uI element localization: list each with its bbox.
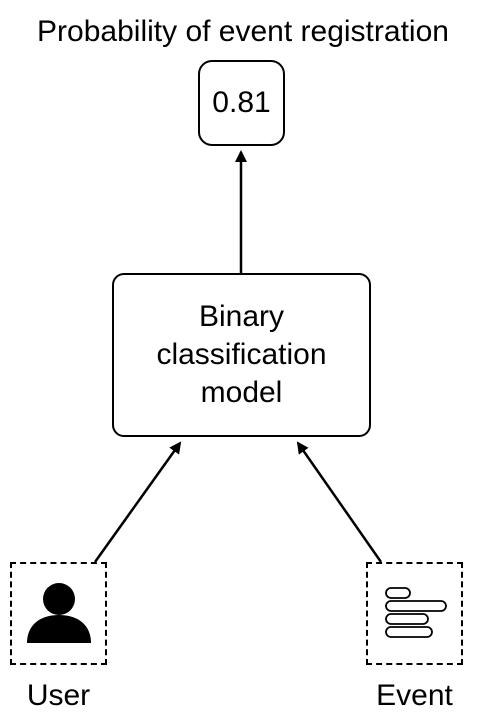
diagram-title: Probability of event registration — [37, 15, 449, 48]
output-probability-value: 0.81 — [212, 86, 271, 119]
person-icon — [26, 582, 91, 643]
arrow-event-to-model — [296, 441, 383, 563]
output-probability-box: 0.81 — [198, 60, 285, 146]
user-label: User — [26, 679, 91, 712]
model-label-line-2: classification — [156, 338, 327, 371]
event-input-box — [366, 562, 463, 665]
binary-classification-model-box: Binary classification model — [112, 273, 371, 437]
arrow-user-to-model — [93, 441, 182, 563]
event-label: Event — [376, 679, 453, 712]
model-label-line-3: model — [200, 376, 283, 409]
list-bars-icon — [384, 586, 447, 638]
model-label-line-1: Binary — [198, 300, 285, 333]
user-input-box — [10, 562, 107, 665]
